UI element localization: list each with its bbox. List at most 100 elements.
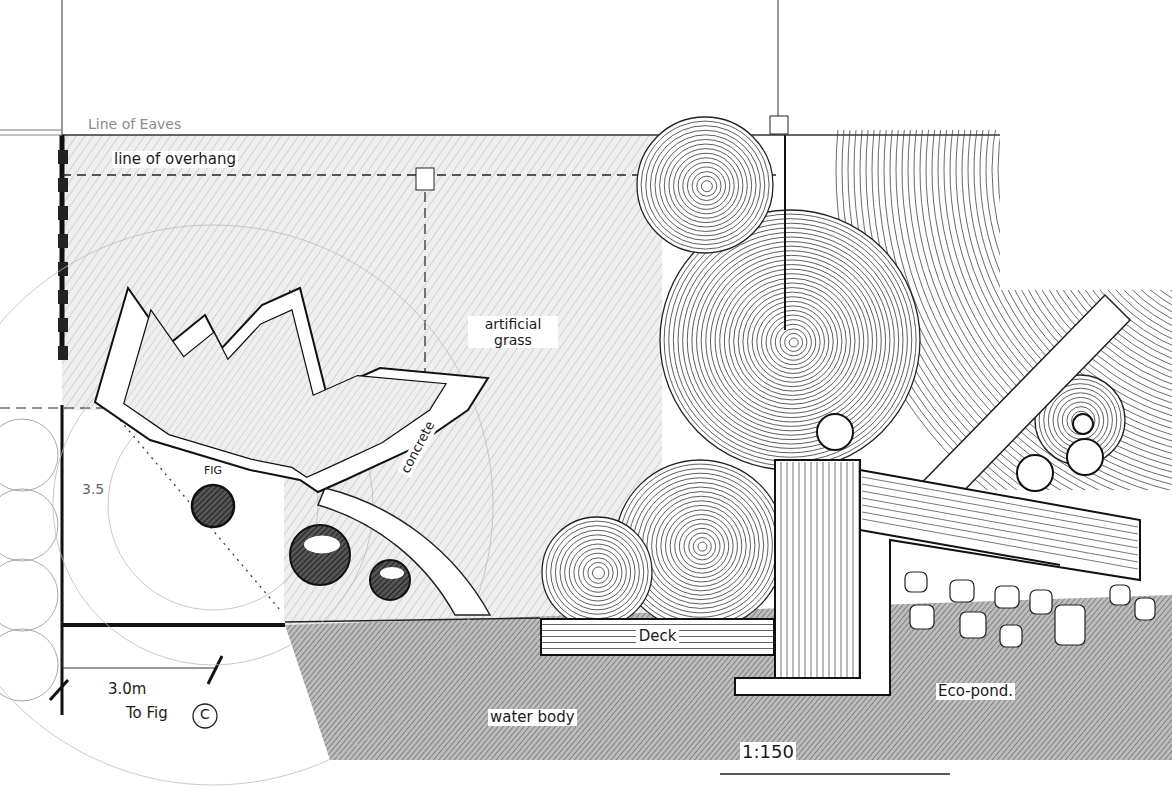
concrete-path-inner <box>124 310 446 477</box>
deck-plank <box>841 462 842 688</box>
planting-ring <box>674 153 739 218</box>
path-band <box>900 295 1130 505</box>
fig-symbol <box>192 485 234 527</box>
boundary-line <box>0 135 62 136</box>
planting-ring <box>624 469 777 622</box>
planting-ring <box>884 130 1172 490</box>
planting-ring <box>766 315 820 369</box>
planting-ring <box>679 524 724 569</box>
post-symbol <box>770 116 788 134</box>
shrub-outline <box>0 419 58 491</box>
planting-ring <box>675 519 729 573</box>
deck-plank <box>781 462 782 688</box>
planting-ring <box>592 567 604 579</box>
planting-ring <box>715 265 868 418</box>
material-label: concrete <box>397 417 439 478</box>
planting-ring <box>720 269 864 413</box>
surface-label: artificial grass <box>468 316 558 348</box>
deck-boards <box>775 460 860 690</box>
deck-plank <box>853 462 854 688</box>
planting-ring <box>701 181 712 192</box>
dimension-label: 3.5 <box>80 481 106 497</box>
water-label: water body <box>488 709 577 726</box>
note-label: To Fig <box>124 705 170 722</box>
planting-ring <box>546 521 648 623</box>
boundary-line <box>777 0 778 120</box>
planting-ring <box>693 538 711 556</box>
planting-ring <box>555 530 639 614</box>
planting-ring <box>565 539 631 605</box>
planting-ring <box>588 562 609 583</box>
planting-ring <box>1058 397 1104 443</box>
planting-ring <box>583 558 613 588</box>
planting-ring <box>647 492 755 600</box>
deck-plank <box>811 462 812 688</box>
tree-symbol <box>290 525 350 585</box>
deck-plank <box>823 462 824 688</box>
planting-ring <box>697 246 886 435</box>
planting-ring <box>689 533 716 560</box>
planting-ring <box>574 549 622 597</box>
deck-plank <box>793 462 794 688</box>
wall-dash <box>58 346 68 360</box>
boundary-line <box>208 656 222 684</box>
planting-ring <box>775 324 811 360</box>
planting-ring <box>641 121 769 249</box>
planting-ring <box>734 283 851 400</box>
water-body <box>285 595 1172 760</box>
stepping-stone <box>1055 605 1085 645</box>
plant-symbol <box>817 414 853 450</box>
planting-ring <box>655 135 756 236</box>
stepping-stone <box>995 586 1019 608</box>
shrub-outline <box>0 559 58 631</box>
area-label: Deck <box>636 628 680 645</box>
planting-ring <box>729 278 855 404</box>
planting-ring <box>706 255 877 426</box>
deck-plank <box>787 462 788 688</box>
boundary-line <box>61 0 62 135</box>
service-line <box>784 135 786 330</box>
planting-ring <box>692 172 721 201</box>
planting-ring <box>669 149 743 223</box>
planting-ring <box>780 329 807 356</box>
planting-ring <box>678 228 903 453</box>
planting-ring <box>914 130 1172 490</box>
reference-mark: C <box>198 706 212 722</box>
planting-ring <box>1062 402 1099 439</box>
stepping-stone <box>950 580 974 602</box>
wall-dash <box>58 178 68 192</box>
planting-ring <box>908 130 1172 490</box>
planting-ring <box>724 274 859 409</box>
planting-ring <box>902 130 1172 490</box>
fig-tree: FIG <box>186 460 240 530</box>
planting-ring <box>757 306 829 378</box>
planting-ring <box>560 535 635 610</box>
overhang-label: line of overhang <box>112 151 238 168</box>
eaves-label: Line of Eaves <box>86 116 183 132</box>
deck-plank <box>829 462 830 688</box>
reference-circle <box>193 704 217 728</box>
concrete-path <box>95 288 488 492</box>
planting-ring <box>579 553 618 592</box>
planting-ring <box>683 162 730 209</box>
deck-plank <box>862 498 1138 548</box>
planting-ring <box>638 482 764 608</box>
planting-ring <box>920 130 1172 490</box>
tree-highlight <box>304 536 340 554</box>
wall-dash <box>58 234 68 248</box>
stepping-stone <box>910 605 934 629</box>
planting-ring <box>692 242 890 440</box>
planting-ring <box>678 158 734 214</box>
planting-ring <box>664 144 747 227</box>
planting-ring <box>687 237 894 444</box>
planting-ring <box>785 333 803 351</box>
planting-circle <box>542 517 652 627</box>
planting-ring <box>633 478 768 613</box>
planting-ring <box>878 130 1172 490</box>
planting-ring <box>661 505 742 586</box>
wall-dash <box>58 290 68 304</box>
planting-ring <box>687 167 725 205</box>
deck-plank <box>862 519 1138 569</box>
planting-ring <box>896 130 1172 490</box>
